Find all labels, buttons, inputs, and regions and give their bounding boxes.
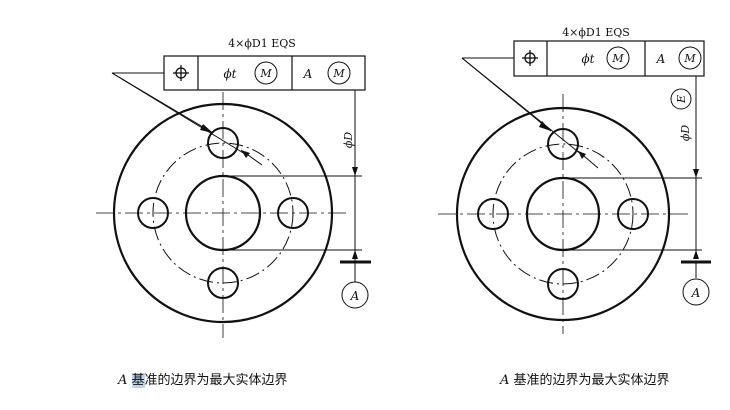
envelope-modifier-circle — [670, 88, 692, 110]
caption-text: 基准的边界为最大实体边界 — [513, 373, 670, 388]
feature-control-frame: ϕt M A M — [513, 40, 705, 77]
datum-reference: A — [656, 52, 666, 66]
tolerance-value: ϕt — [223, 67, 236, 81]
datum-reference: A — [303, 67, 313, 81]
position-icon — [173, 65, 189, 81]
caption-letter: A — [500, 373, 510, 388]
flange-part — [96, 92, 348, 338]
dimension-label: ϕD — [342, 132, 355, 148]
caption-right: A 基准的边界为最大实体边界 — [500, 369, 670, 388]
position-icon — [522, 50, 538, 66]
caption-highlight: 基 — [131, 373, 145, 388]
datum-label: A — [691, 286, 701, 300]
datum-mmc-modifier: M — [332, 67, 345, 80]
caption-letter: A — [118, 373, 128, 388]
leader-lines — [111, 72, 263, 166]
datum-feature: A — [340, 260, 371, 309]
datum-symbol-circle — [682, 278, 710, 306]
diameter-dimension: ϕD — [223, 90, 362, 262]
datum-mmc-modifier: M — [683, 52, 696, 65]
mmc-modifier-circle — [254, 61, 278, 85]
tolerance-value: ϕt — [581, 52, 594, 66]
datum-label: A — [350, 289, 360, 303]
frame-header-text: 4×ϕD1 EQS — [228, 37, 296, 50]
flange-part — [438, 94, 688, 334]
caption-left: A 基准的边界为最大实体边界 — [118, 369, 288, 388]
caption-text: 准的边界为最大实体边界 — [144, 373, 288, 388]
figure-right: 4×ϕD1 EQS ϕt M A M — [438, 26, 711, 334]
envelope-modifier: E — [675, 95, 688, 104]
leader-lines — [461, 57, 599, 169]
frame-border — [513, 40, 705, 77]
datum-symbol-circle — [341, 281, 369, 309]
feature-control-frame: ϕt M A M — [163, 55, 366, 91]
datum-feature: A — [681, 260, 711, 306]
dimension-label: ϕD — [679, 125, 692, 141]
mmc-modifier: M — [259, 67, 272, 80]
datum-mmc-circle — [678, 46, 702, 70]
diameter-dimension: E ϕD — [563, 76, 702, 259]
frame-header-text: 4×ϕD1 EQS — [562, 26, 630, 39]
figure-left: 4×ϕD1 EQS ϕt M A M — [96, 37, 371, 338]
mmc-modifier-circle — [606, 46, 630, 70]
mmc-modifier: M — [611, 52, 624, 65]
datum-mmc-circle — [327, 61, 351, 85]
